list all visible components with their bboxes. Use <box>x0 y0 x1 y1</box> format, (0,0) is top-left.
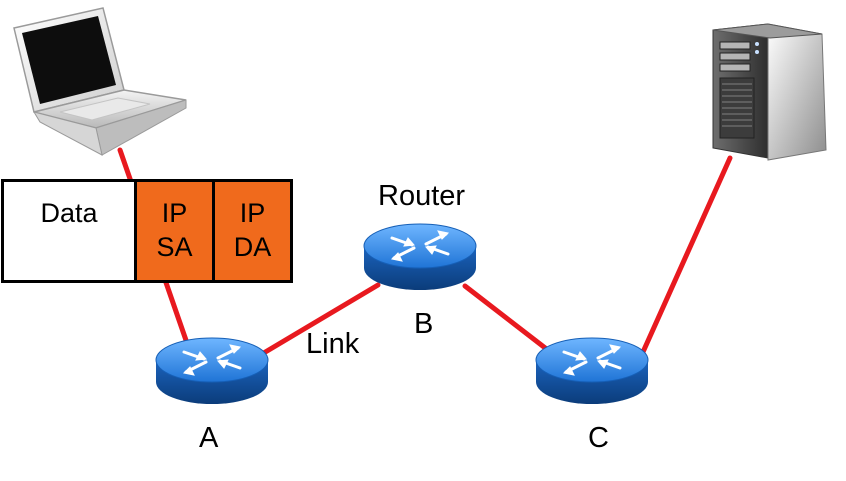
packet-ip-da-line2: DA <box>233 232 272 262</box>
router-b-icon <box>362 222 478 292</box>
node-b-label: B <box>414 308 434 340</box>
packet-ip-sa-line1: IP <box>161 198 188 228</box>
router-a-icon <box>154 336 270 406</box>
node-a-label: A <box>199 422 219 454</box>
packet-data-field: Data <box>4 182 137 280</box>
packet-ip-da-line1: IP <box>239 198 266 228</box>
link-a-b <box>259 282 381 357</box>
link-b-c <box>462 283 556 357</box>
link-c-server <box>640 155 733 355</box>
router-c-icon <box>534 336 650 406</box>
packet-ip-da-field: IP DA <box>215 182 290 280</box>
router-label: Router <box>378 180 466 212</box>
packet-data-label: Data <box>40 198 98 228</box>
ip-packet: Data IP SA IP DA <box>1 179 293 283</box>
packet-ip-sa-line2: SA <box>156 232 193 262</box>
link-label: Link <box>306 328 360 360</box>
packet-ip-sa-field: IP SA <box>137 182 215 280</box>
node-c-label: C <box>588 422 609 454</box>
